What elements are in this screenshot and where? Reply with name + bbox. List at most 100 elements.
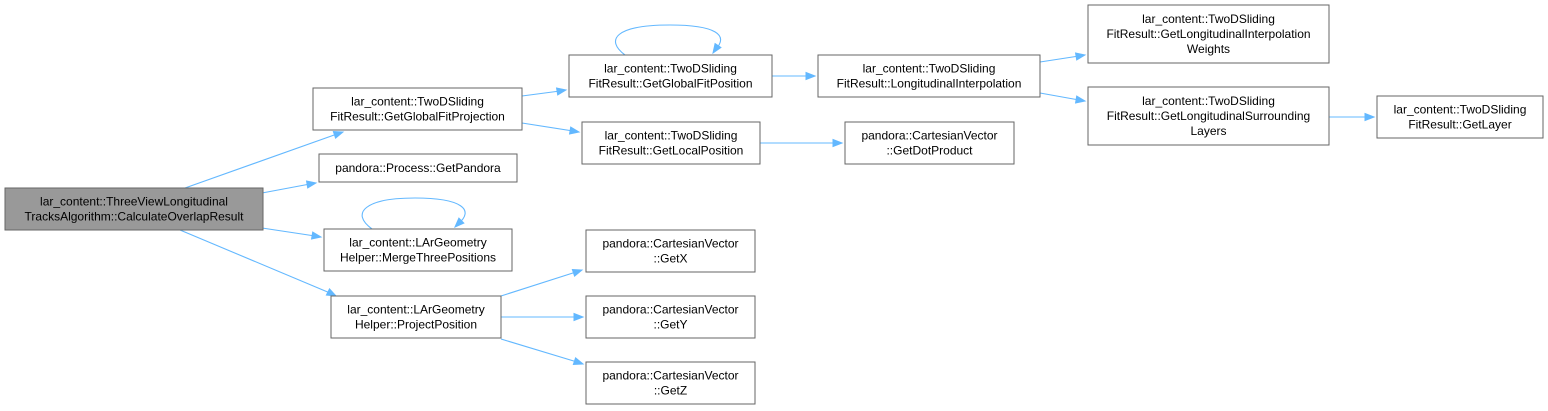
edge-line <box>261 227 316 237</box>
node-box <box>318 153 518 183</box>
node-label-line: pandora::CartesianVector <box>602 369 738 383</box>
node-label-line: lar_content::ThreeViewLongitudinal <box>40 195 228 209</box>
function-nodes: lar_content::ThreeViewLongitudinalTracks… <box>4 4 1544 405</box>
node-box <box>1087 86 1330 146</box>
node-weights[interactable]: lar_content::TwoDSlidingFitResult::GetLo… <box>1087 4 1330 64</box>
node-label-line: Helper::MergeThreePositions <box>340 251 496 265</box>
node-label-line: Weights <box>1187 42 1230 56</box>
edge-gfpos-longinterp <box>772 71 817 81</box>
node-label-line: lar_content::TwoDSliding <box>1142 94 1275 108</box>
node-label-line: lar_content::TwoDSliding <box>1394 103 1527 117</box>
node-label-line: Helper::ProjectPosition <box>355 318 477 332</box>
node-label-line: FitResult::GetLongitudinalInterpolation <box>1106 27 1310 41</box>
node-merge3[interactable]: lar_content::LArGeometryHelper::MergeThr… <box>323 228 513 272</box>
node-label-line: ::GetZ <box>654 384 687 398</box>
node-getlayer[interactable]: lar_content::TwoDSlidingFitResult::GetLa… <box>1376 95 1544 139</box>
edge-projpos-gety <box>501 312 585 322</box>
edge-projpos-getz <box>500 338 585 366</box>
edge-line <box>179 229 331 294</box>
arrowhead-icon <box>310 231 323 240</box>
edge-longinterp-surround <box>1039 92 1087 104</box>
edge-line <box>361 197 466 230</box>
node-localpos[interactable]: lar_content::TwoDSlidingFitResult::GetLo… <box>581 121 761 165</box>
edge-line <box>261 183 311 194</box>
node-box <box>330 295 502 339</box>
node-getpandora[interactable]: pandora::Process::GetPandora <box>318 153 518 183</box>
edge-line <box>500 338 578 363</box>
node-box <box>844 121 1015 165</box>
edge-line <box>614 24 721 56</box>
node-box <box>312 87 523 131</box>
arrowhead-icon <box>555 87 568 96</box>
node-projpos[interactable]: lar_content::LArGeometryHelper::ProjectP… <box>330 295 502 339</box>
node-label-line: Layers <box>1190 124 1226 138</box>
arrowhead-icon <box>805 71 817 81</box>
node-box <box>4 187 264 231</box>
node-getx[interactable]: pandora::CartesianVector::GetX <box>585 229 756 273</box>
arrowhead-icon <box>1364 112 1376 122</box>
node-dot[interactable]: pandora::CartesianVector::GetDotProduct <box>844 121 1015 165</box>
edge-line <box>500 271 577 297</box>
node-label-line: ::GetX <box>653 252 687 266</box>
node-label-line: lar_content::TwoDSliding <box>605 129 738 143</box>
edge-line <box>184 133 338 189</box>
node-label-line: lar_content::TwoDSliding <box>1142 12 1275 26</box>
node-surround[interactable]: lar_content::TwoDSlidingFitResult::GetLo… <box>1087 86 1330 146</box>
node-label-line: pandora::Process::GetPandora <box>335 161 501 175</box>
node-label-line: lar_content::TwoDSliding <box>604 62 737 76</box>
node-box <box>1376 95 1544 139</box>
node-box <box>585 361 756 405</box>
node-label-line: pandora::CartesianVector <box>602 303 738 317</box>
arrowhead-icon <box>571 268 584 278</box>
edge-localpos-dot <box>760 138 844 148</box>
edge-line <box>1039 55 1080 63</box>
arrowhead-icon <box>832 138 844 148</box>
arrowhead-icon <box>1074 52 1087 61</box>
edge-calc-merge3 <box>261 227 323 240</box>
node-calc: lar_content::ThreeViewLongitudinalTracks… <box>4 187 264 231</box>
node-getz[interactable]: pandora::CartesianVector::GetZ <box>585 361 756 405</box>
node-longinterp[interactable]: lar_content::TwoDSlidingFitResult::Longi… <box>817 54 1041 98</box>
edge-merge3-merge3 <box>361 197 466 230</box>
node-gfpos[interactable]: lar_content::TwoDSlidingFitResult::GetGl… <box>568 54 773 98</box>
arrowhead-icon <box>305 180 318 189</box>
edge-gfpos-gfpos <box>614 24 722 56</box>
node-box <box>323 228 513 272</box>
edge-longinterp-weights <box>1039 52 1087 63</box>
edge-line <box>521 90 561 97</box>
arrowhead-icon <box>568 126 581 135</box>
node-box <box>1087 4 1330 64</box>
node-gfproj[interactable]: lar_content::TwoDSlidingFitResult::GetGl… <box>312 87 523 131</box>
node-box <box>585 229 756 273</box>
edge-calc-getpandora <box>261 180 318 194</box>
node-box <box>581 121 761 165</box>
arrowhead-icon <box>572 356 585 366</box>
node-label-line: FitResult::GetGlobalFitPosition <box>588 77 752 91</box>
node-label-line: ::GetY <box>653 318 687 332</box>
node-label-line: FitResult::GetLongitudinalSurrounding <box>1107 109 1310 123</box>
edge-projpos-getx <box>500 268 584 297</box>
edge-line <box>1039 92 1080 101</box>
node-label-line: lar_content::TwoDSliding <box>863 62 996 76</box>
node-label-line: FitResult::LongitudinalInterpolation <box>837 77 1022 91</box>
edge-gfproj-gfpos <box>521 87 568 97</box>
node-box <box>568 54 773 98</box>
arrowhead-icon <box>325 287 338 297</box>
node-label-line: FitResult::GetGlobalFitProjection <box>330 110 505 124</box>
node-label-line: FitResult::GetLayer <box>1408 118 1511 132</box>
edge-surround-getlayer <box>1329 112 1376 122</box>
node-box <box>817 54 1041 98</box>
node-box <box>585 295 756 339</box>
arrowhead-icon <box>1074 95 1087 104</box>
arrowhead-icon <box>573 312 585 322</box>
node-label-line: TracksAlgorithm::CalculateOverlapResult <box>25 210 245 224</box>
edge-gfproj-localpos <box>521 122 581 135</box>
node-label-line: ::GetDotProduct <box>886 144 973 158</box>
arrowhead-icon <box>712 42 722 55</box>
node-gety[interactable]: pandora::CartesianVector::GetY <box>585 295 756 339</box>
edge-calc-projpos <box>179 229 338 297</box>
node-label-line: lar_content::LArGeometry <box>347 303 484 317</box>
node-label-line: pandora::CartesianVector <box>602 237 738 251</box>
node-label-line: lar_content::TwoDSliding <box>351 95 484 109</box>
